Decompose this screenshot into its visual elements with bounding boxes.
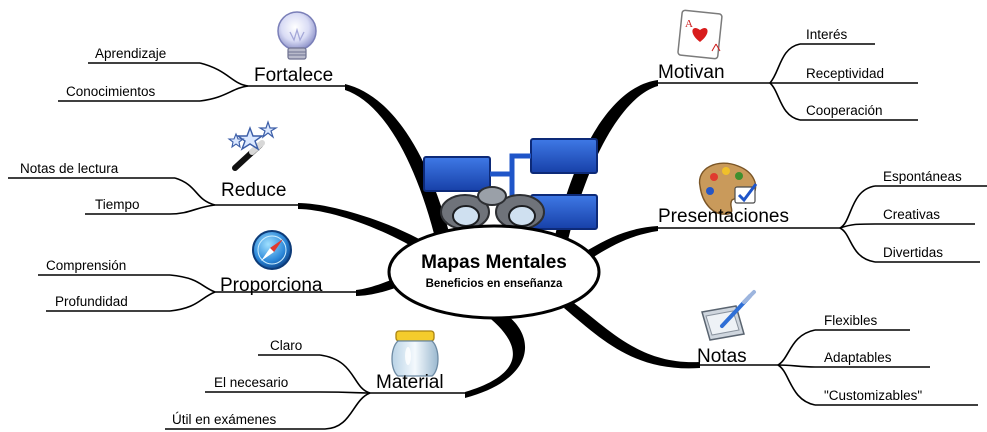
- leaf-el-necesario: El necesario: [214, 375, 288, 390]
- leaf-profundidad: Profundidad: [55, 294, 128, 309]
- branch-twigs: [8, 43, 987, 430]
- central-title: Mapas Mentales: [421, 252, 567, 273]
- central-subtitle: Beneficios en enseñanza: [426, 278, 563, 290]
- central-node: Mapas Mentales Beneficios en enseñanza: [387, 138, 601, 320]
- leaf-divertidas: Divertidas: [883, 245, 943, 260]
- branch-notas: Notas Flexibles Adaptables "Customizable…: [697, 313, 922, 403]
- branch-title-motivan: Motivan: [658, 62, 725, 83]
- leaf-comprension: Comprensión: [46, 258, 126, 273]
- branch-fortalece: Fortalece Aprendizaje Conocimientos: [66, 46, 333, 99]
- branch-title-fortalece: Fortalece: [254, 65, 333, 86]
- leaf-util-en-examenes: Útil en exámenes: [172, 412, 277, 427]
- ace-of-hearts-card-icon: A: [677, 9, 723, 60]
- leaf-interes: Interés: [806, 27, 848, 42]
- branch-proporciona: Proporciona Comprensión Profundidad: [46, 258, 323, 309]
- branch-material: Material Claro El necesario Útil en exám…: [172, 338, 444, 427]
- jar-icon: [391, 330, 439, 377]
- branch-motivan: Motivan Interés Receptividad Cooperación: [658, 27, 884, 118]
- branch-title-notas: Notas: [697, 346, 747, 367]
- leaf-aprendizaje: Aprendizaje: [95, 46, 166, 61]
- stem-presentaciones: [588, 226, 658, 258]
- leaf-customizables: "Customizables": [824, 388, 922, 403]
- pen-tablet-icon: [701, 290, 756, 341]
- leaf-conocimientos: Conocimientos: [66, 84, 156, 99]
- branch-title-material: Material: [376, 372, 444, 393]
- central-ellipse: [387, 224, 601, 320]
- stem-notas: [564, 300, 700, 369]
- leaf-tiempo: Tiempo: [95, 197, 140, 212]
- leaf-receptividad: Receptividad: [806, 66, 884, 81]
- card-letter: A: [685, 18, 693, 30]
- magic-wand-icon: [227, 120, 279, 171]
- leaf-cooperacion: Cooperación: [806, 103, 883, 118]
- leaf-espontaneas: Espontáneas: [883, 169, 962, 184]
- compass-icon: [252, 230, 292, 270]
- leaf-flexibles: Flexibles: [824, 313, 878, 328]
- branch-presentaciones: Presentaciones Espontáneas Creativas Div…: [658, 169, 962, 260]
- branch-title-proporciona: Proporciona: [220, 275, 323, 296]
- leaf-notas-de-lectura: Notas de lectura: [20, 161, 119, 176]
- stem-material: [465, 308, 526, 398]
- leaf-creativas: Creativas: [883, 207, 940, 222]
- leaf-claro: Claro: [270, 338, 302, 353]
- branch-reduce: Reduce Notas de lectura Tiempo: [20, 161, 287, 212]
- leaf-adaptables: Adaptables: [824, 350, 892, 365]
- binoculars-flowchart-icon: [423, 138, 598, 230]
- lightbulb-icon: [277, 11, 317, 60]
- branch-title-reduce: Reduce: [221, 180, 287, 201]
- paint-palette-icon: [698, 162, 758, 215]
- branch-title-presentaciones: Presentaciones: [658, 206, 789, 227]
